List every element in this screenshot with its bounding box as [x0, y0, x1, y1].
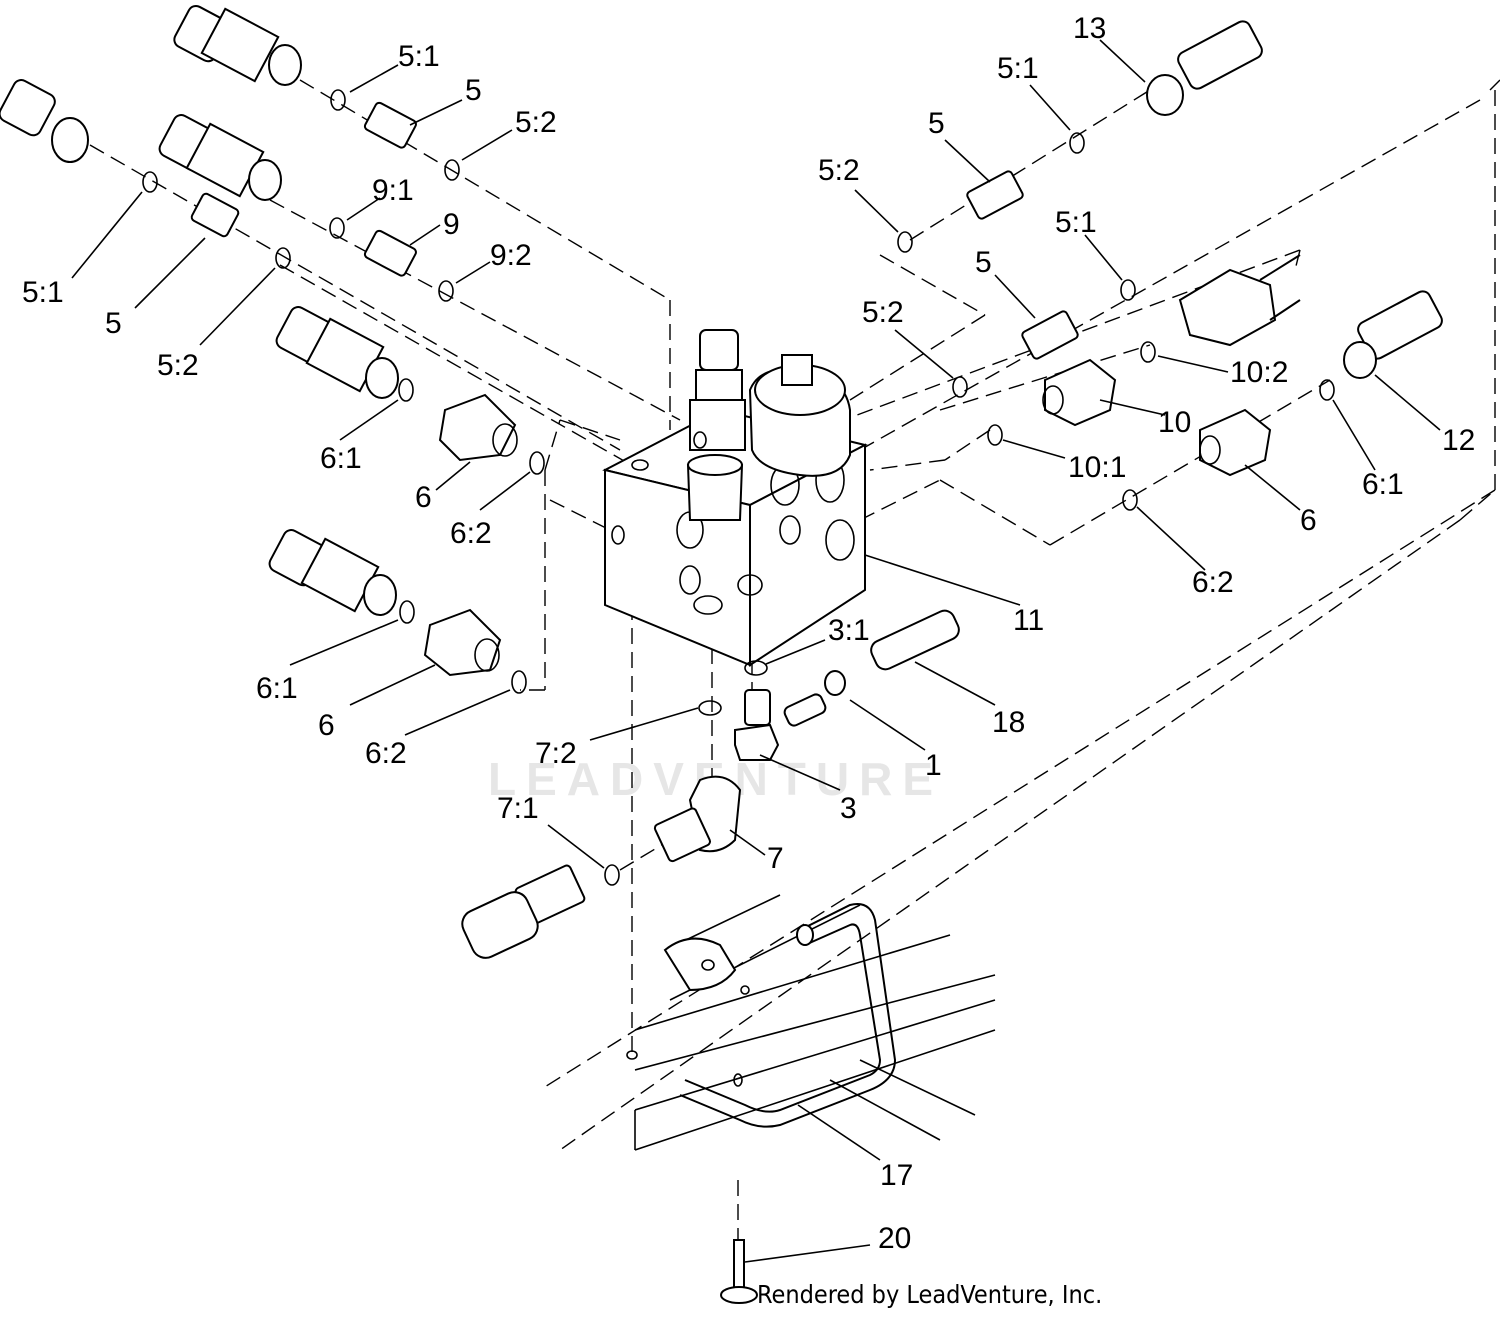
- frame-bracket: [626, 894, 996, 1151]
- callout-label: 9: [443, 208, 460, 241]
- right-fittings: [897, 20, 1443, 511]
- callout-label: 1: [925, 749, 942, 782]
- callout-label: 5:1: [22, 276, 64, 309]
- callout-label: 5: [465, 74, 482, 107]
- callout-label: 9:1: [372, 174, 414, 207]
- callout-label: 6:1: [320, 442, 362, 475]
- callout-label: 7:1: [497, 792, 539, 825]
- assembly-lines: [89, 79, 1500, 1240]
- callout-label: 6:2: [450, 517, 492, 550]
- callout-label: 5:2: [157, 349, 199, 382]
- callout-label: 10:1: [1068, 451, 1126, 484]
- rendered-by-credit: Rendered by LeadVenture, Inc.: [757, 1280, 1102, 1309]
- callout-label: 13: [1073, 12, 1106, 45]
- solenoid-coil: [748, 354, 851, 477]
- callout-label: 12: [1442, 424, 1475, 457]
- callout-label: 5:2: [862, 296, 904, 329]
- callout-label: 5:1: [997, 52, 1039, 85]
- left-fittings: [0, 5, 545, 694]
- callout-label: 9:2: [490, 239, 532, 272]
- callout-label: 5:1: [1055, 206, 1097, 239]
- callout-label: 7:2: [535, 737, 577, 770]
- callout-label: 6:1: [1362, 468, 1404, 501]
- callout-label: 5: [928, 107, 945, 140]
- callout-label: 11: [1013, 604, 1044, 637]
- callout-label: 6:2: [365, 737, 407, 770]
- callout-label: 18: [992, 706, 1025, 739]
- callout-label: 5:2: [515, 106, 557, 139]
- callout-labels: 5:1 5 5:2 9:1 9 9:2 5:1 5 5:2 6:1 6 6:2 …: [22, 12, 1475, 1255]
- callout-label: 17: [880, 1159, 913, 1192]
- callout-label: 10: [1158, 406, 1191, 439]
- callout-label: 5:1: [398, 40, 440, 73]
- callout-label: 6:1: [256, 672, 298, 705]
- callout-label: 5: [105, 307, 122, 340]
- callout-label: 6: [415, 481, 432, 514]
- callout-label: 6: [1300, 504, 1317, 537]
- callout-label: 3:1: [828, 614, 870, 647]
- callout-label: 5: [975, 246, 992, 279]
- callout-label: 20: [878, 1222, 911, 1255]
- callout-label: 6:2: [1192, 566, 1234, 599]
- callout-label: 3: [840, 792, 857, 825]
- leader-lines: [71, 39, 1441, 1263]
- cartridge-valve: [686, 329, 746, 521]
- bottom-fittings: [461, 609, 960, 1304]
- callout-label: 5:2: [818, 154, 860, 187]
- callout-label: 10:2: [1230, 356, 1288, 389]
- callout-label: 7: [767, 842, 784, 875]
- callout-label: 6: [318, 709, 335, 742]
